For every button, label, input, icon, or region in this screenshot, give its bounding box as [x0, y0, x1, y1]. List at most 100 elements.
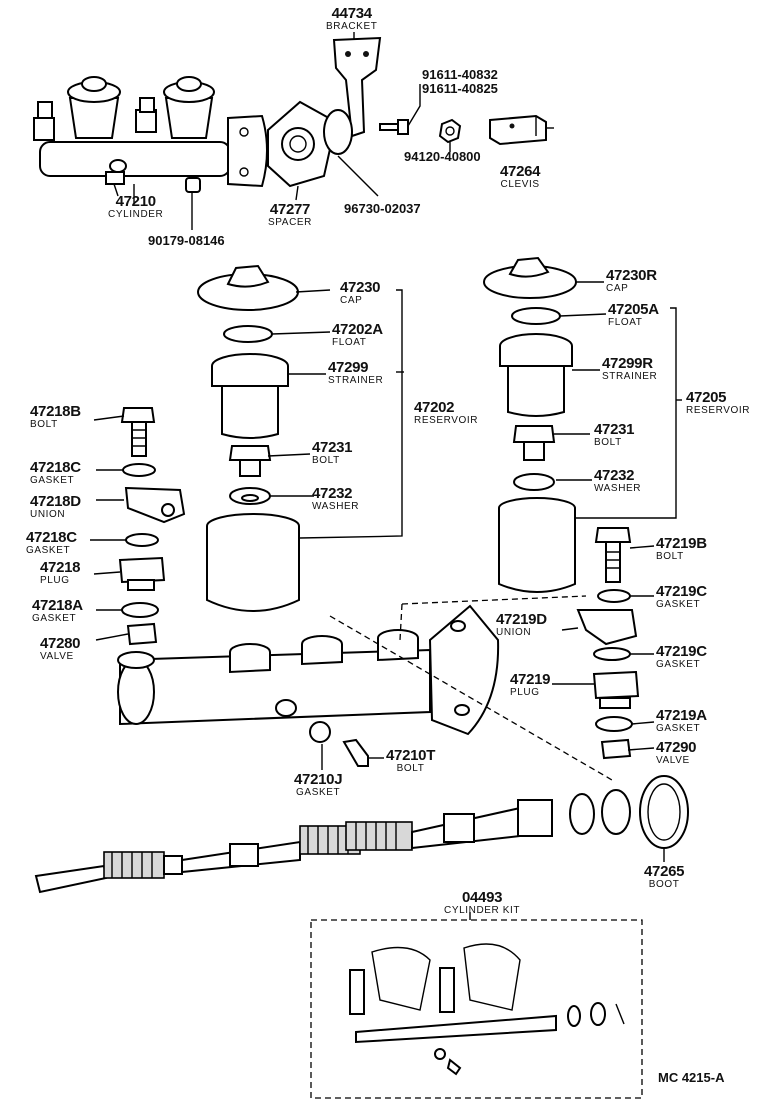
part-desc: CYLINDER KIT	[444, 905, 521, 916]
part-desc: PLUG	[510, 687, 540, 698]
part-number: 47219C	[656, 643, 707, 660]
left-reservoir-drawing	[197, 264, 300, 612]
part-desc: WASHER	[312, 501, 360, 512]
part-desc: CAP	[606, 283, 629, 294]
clevis-drawing	[489, 114, 554, 146]
spacer-drawing	[267, 100, 379, 201]
label-47219B: 47219B BOLT	[656, 536, 707, 562]
label-47210J: 47210J GASKET	[294, 771, 343, 798]
label-47219A: 47219A GASKET	[656, 708, 707, 734]
part-number: 47219D	[496, 611, 547, 628]
label-47202: 47202 RESERVOIR	[414, 400, 478, 426]
part-desc: GASKET	[656, 659, 701, 670]
label-47230: 47230 CAP	[340, 279, 381, 306]
part-number: 47232	[594, 467, 635, 484]
label-47219C-a: 47219C GASKET	[656, 584, 707, 610]
part-desc: RESERVOIR	[686, 405, 751, 416]
part-number: 47218D	[30, 493, 81, 510]
label-47299: 47299 STRAINER	[328, 360, 383, 386]
label-44734: 44734 BRACKET	[326, 6, 377, 32]
part-desc: BOLT	[594, 437, 622, 448]
label-47280: 47280 VALVE	[40, 635, 81, 662]
label-47219: 47219 PLUG	[510, 671, 551, 698]
part-number: 94120-40800	[404, 149, 481, 164]
label-47210T: 47210T BOLT	[386, 748, 435, 774]
part-number: 47230	[340, 279, 381, 296]
part-number: 47280	[40, 635, 81, 652]
left-fittings-drawing	[118, 407, 186, 646]
part-number: 47219A	[656, 707, 707, 724]
label-90179: 90179-08146	[148, 234, 225, 248]
label-47264: 47264 CLEVIS	[500, 163, 541, 190]
part-desc: FLOAT	[608, 317, 643, 328]
part-number: 90179-08146	[148, 233, 225, 248]
label-47277: 47277 SPACER	[268, 202, 312, 228]
part-desc: VALVE	[40, 651, 74, 662]
part-desc: UNION	[496, 627, 532, 638]
part-desc: GASKET	[296, 787, 341, 798]
part-number: 47265	[644, 863, 685, 880]
part-number: 47232	[312, 485, 353, 502]
part-number: 04493	[461, 889, 503, 906]
label-47231-left: 47231 BOLT	[312, 439, 353, 466]
part-number: 47218	[40, 559, 81, 576]
diagram-code: MC 4215-A	[658, 1070, 725, 1085]
label-47205: 47205 RESERVOIR	[686, 390, 750, 416]
label-47219D: 47219D UNION	[496, 612, 547, 638]
part-number: 47218C	[26, 529, 77, 546]
small-bolt-nut-drawing	[379, 84, 462, 152]
part-number-1: 91611-40832	[422, 67, 498, 82]
part-number: 47219B	[656, 535, 707, 552]
part-desc: FLOAT	[332, 337, 367, 348]
label-47218D: 47218D UNION	[30, 494, 81, 520]
part-desc: STRAINER	[602, 371, 658, 382]
part-number: 47218C	[30, 459, 81, 476]
part-desc: STRAINER	[328, 375, 384, 386]
label-47218C-b: 47218C GASKET	[26, 530, 77, 556]
piston-assembly-drawing	[34, 775, 689, 894]
part-desc: GASKET	[26, 545, 71, 556]
part-desc: UNION	[30, 509, 66, 520]
part-number: 47210J	[294, 771, 343, 788]
label-47218: 47218 PLUG	[40, 559, 81, 586]
label-47219C-b: 47219C GASKET	[656, 644, 707, 670]
part-desc: SPACER	[268, 217, 312, 228]
label-47218A: 47218A GASKET	[32, 598, 83, 624]
part-number: 47219C	[656, 583, 707, 600]
master-cylinder-assembly-drawing	[33, 76, 268, 230]
part-desc: BOOT	[648, 879, 680, 890]
part-desc: VALVE	[656, 755, 690, 766]
part-desc: CLEVIS	[500, 179, 540, 190]
label-47205A: 47205A FLOAT	[608, 302, 659, 328]
part-number: 47277	[269, 201, 311, 218]
part-desc: RESERVOIR	[414, 415, 479, 426]
label-47265: 47265 BOOT	[644, 863, 685, 890]
part-desc: GASKET	[32, 613, 77, 624]
label-47210: 47210 CYLINDER	[108, 194, 163, 220]
right-fittings-drawing	[576, 527, 640, 760]
part-number: 47231	[312, 439, 353, 456]
cylinder-body-drawing	[117, 604, 500, 767]
part-number: 47205A	[608, 301, 659, 318]
label-96730: 96730-02037	[344, 202, 421, 216]
part-number: 47202	[414, 399, 455, 416]
part-desc: WASHER	[594, 483, 642, 494]
part-desc: CAP	[340, 295, 363, 306]
part-number: 47218B	[30, 403, 81, 420]
part-number: 47264	[500, 163, 541, 180]
label-04493: 04493 CYLINDER KIT	[444, 890, 520, 916]
part-number: 47205	[686, 389, 727, 406]
part-desc: GASKET	[656, 723, 701, 734]
label-47230R: 47230R CAP	[606, 268, 657, 294]
leader-lines	[90, 281, 682, 770]
part-number: 47210T	[386, 747, 436, 764]
label-47218B: 47218B BOLT	[30, 404, 81, 430]
right-reservoir-drawing	[483, 256, 577, 593]
part-desc: CYLINDER	[108, 209, 164, 220]
part-desc: BOLT	[396, 763, 425, 774]
part-number: 47219	[510, 671, 551, 688]
label-91611: 91611-40832 91611-40825	[422, 68, 498, 95]
part-number: 47202A	[332, 321, 383, 338]
